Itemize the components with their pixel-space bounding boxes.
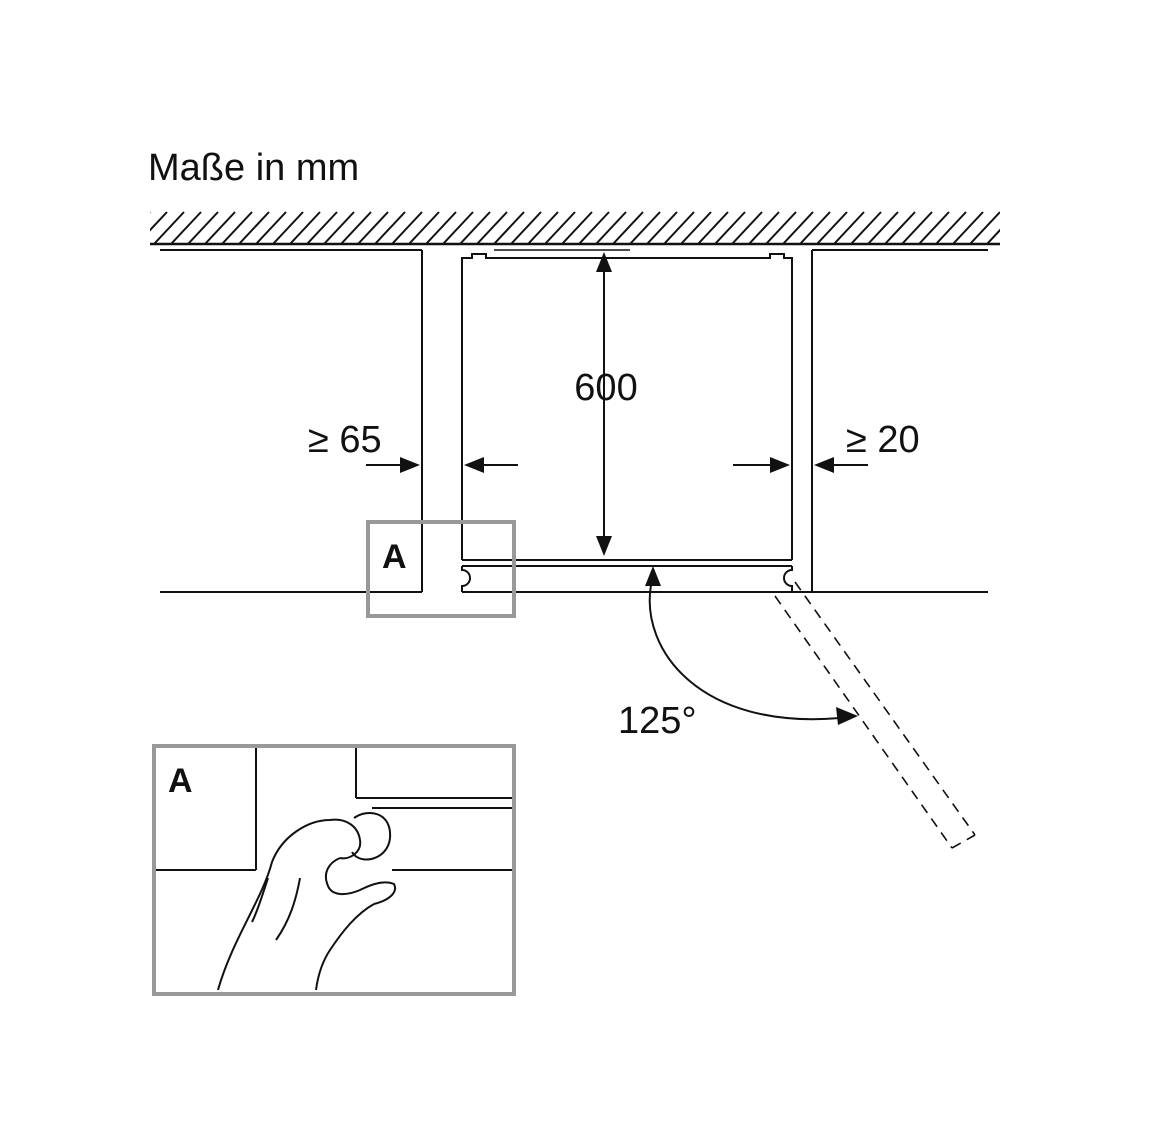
hatch-line [204,211,236,244]
hatch-line [476,211,508,244]
hatch-line [150,211,168,232]
wall-hatching [150,211,1034,246]
hatch-line [748,211,780,244]
hatch-line [850,211,882,244]
hatch-line [221,211,253,244]
hatch-line [408,211,440,244]
hatch-line [527,211,559,244]
hatch-line [238,211,270,244]
hatch-line [833,211,865,244]
hatch-line [986,228,1000,244]
hatch-line [561,211,593,244]
appliance-body [461,249,793,561]
hatch-line [969,211,1000,244]
hatch-line [731,211,763,244]
hatch-line [918,211,950,244]
hatch-line [799,211,831,244]
hatch-line [289,211,321,244]
detail-view: A [152,744,516,996]
depth-dimension [596,252,612,556]
detail-marker-box [366,520,516,618]
hatch-line [884,211,916,244]
appliance-door [461,565,812,593]
hatch-line [816,211,848,244]
hatch-line [629,211,661,244]
depth-label: 600 [574,367,637,409]
hatch-line [714,211,746,244]
hatch-line [340,211,372,244]
door-angle-label: 125° [618,700,697,742]
left-gap-dimension [366,457,518,473]
hatch-line [306,211,338,244]
detail-marker-label: A [382,538,407,576]
hatch-line [578,211,610,244]
hatch-line [765,211,797,244]
hatch-line [646,211,678,244]
hatch-line [1004,212,1034,244]
hatch-line [935,211,967,244]
door-open-position [774,581,976,849]
hatch-line [374,211,406,244]
hatch-line [442,211,474,244]
hatch-line [595,211,627,244]
hatch-line [952,211,984,244]
hatch-line [782,211,814,244]
hatch-line [544,211,576,244]
right-gap-dimension [733,457,868,473]
hatch-line [357,211,389,244]
hatch-line [612,211,644,244]
hatch-line [391,211,423,244]
hatch-line [187,211,219,244]
hatch-line [323,211,355,244]
hatch-line [697,211,729,244]
right-cabinet [811,249,988,593]
hatch-line [867,211,899,244]
hatch-line [680,211,712,244]
right-gap-label: ≥ 20 [846,419,920,461]
left-gap-label: ≥ 65 [308,419,382,461]
hatch-line [153,211,185,244]
dimensions-title: Maße in mm [148,147,359,189]
hatch-line [170,211,202,244]
hatch-line [425,211,457,244]
left-cabinet [160,249,423,593]
hatch-line [272,211,304,244]
hatch-line [459,211,491,244]
hatch-line [493,211,525,244]
hatch-line [663,211,695,244]
hatch-line [901,211,933,244]
detail-view-label: A [168,762,193,800]
hatch-line [150,212,151,214]
hatch-line [510,211,542,244]
door-angle-arc [645,566,858,725]
hatch-line [255,211,287,244]
